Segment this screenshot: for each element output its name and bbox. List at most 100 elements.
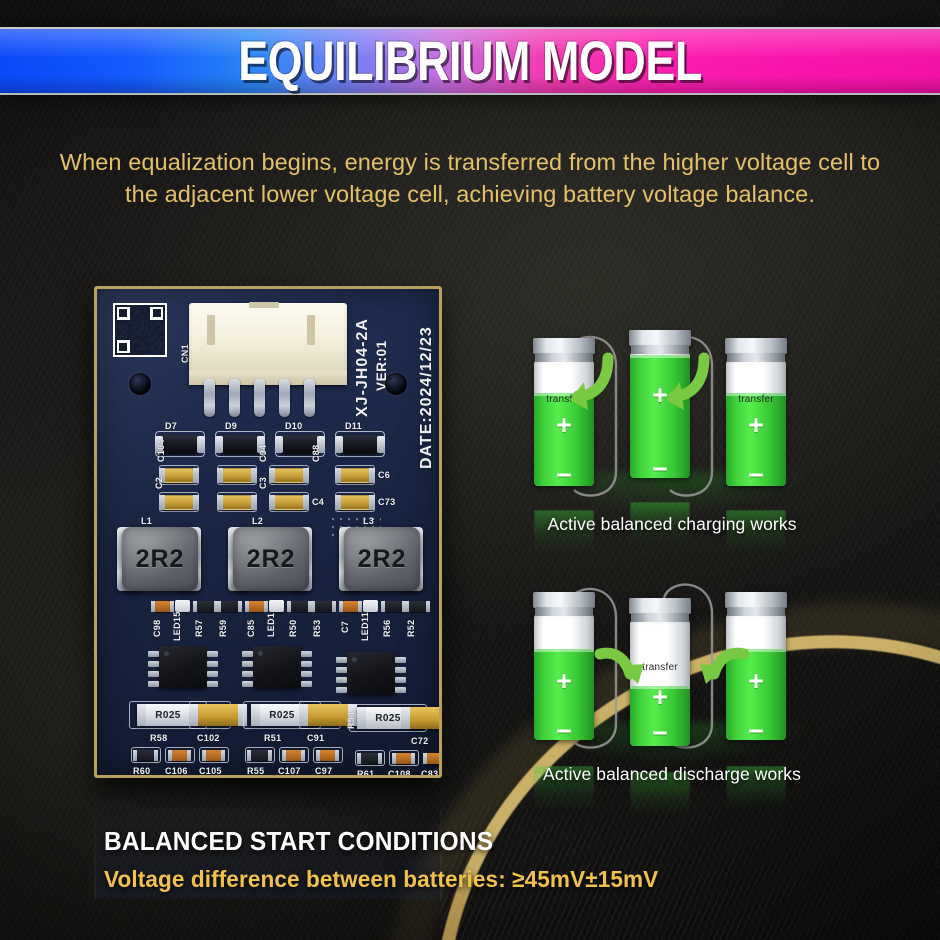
- resistor-r55: [247, 750, 272, 761]
- discharge-transfer-arrows: [594, 647, 750, 684]
- cap-c91: [299, 704, 357, 726]
- battery-plus-symbol: +: [748, 410, 764, 440]
- connector-pin-2: [229, 379, 240, 417]
- battery-reflection: [726, 766, 786, 822]
- silk-r53: R53: [312, 619, 322, 637]
- battery-plus-symbol: +: [748, 666, 764, 696]
- battery-base-rim: [727, 353, 785, 362]
- discharge-battery-row: + − transfer + −: [512, 572, 832, 828]
- silk-c2: C2: [154, 476, 164, 489]
- ic-chip-3: [347, 652, 395, 694]
- discharge-wires: [566, 583, 714, 749]
- silk-c83: C83: [421, 769, 439, 778]
- led-15: [175, 600, 190, 612]
- cap-c98: [151, 601, 174, 612]
- resistor-r50: [287, 601, 312, 612]
- connector-pin-3: [254, 379, 265, 417]
- silk-r56: R56: [382, 619, 392, 637]
- battery-transfer-label: transfer: [738, 394, 774, 405]
- ic-chip-2: [253, 646, 301, 688]
- battery-minus-symbol: −: [652, 718, 668, 748]
- resistor-r57: [193, 601, 218, 612]
- silk-l1: L1: [141, 516, 153, 526]
- battery-reflection: [534, 510, 594, 566]
- diode-d10: [275, 435, 325, 454]
- silk-led1: LED1: [266, 612, 276, 637]
- silk-c6: C6: [378, 470, 391, 480]
- battery-base-rim: [727, 607, 785, 616]
- cap-c4: [269, 495, 309, 510]
- inductor-l1: 2R2: [122, 527, 198, 591]
- resistor-r52: [405, 601, 430, 612]
- battery-plus-symbol: +: [556, 410, 572, 440]
- cap-c94: [217, 468, 257, 483]
- battery-transfer-label: transfer: [642, 662, 678, 673]
- shunt-2-value: R025: [269, 709, 295, 721]
- charging-battery-row: transfer + − + −: [512, 322, 832, 566]
- connector-pin-5: [304, 379, 315, 417]
- battery-charge-fill: [630, 354, 690, 478]
- silk-led15: LED15: [172, 611, 182, 641]
- cap-c2: [159, 495, 199, 510]
- resistor-r53: [311, 601, 336, 612]
- balanced-conditions-title: BALANCED START CONDITIONS: [104, 828, 494, 856]
- battery-body: [534, 360, 594, 486]
- subtitle-line-1: When equalization begins, energy is tran…: [59, 149, 881, 175]
- silk-l3: L3: [363, 516, 375, 526]
- battery-minus-symbol: −: [556, 460, 572, 490]
- silk-c73: C73: [378, 497, 396, 507]
- battery-base: [725, 592, 787, 608]
- inductor-l2: 2R2: [233, 527, 309, 591]
- resistor-r61: [357, 753, 382, 764]
- shunt-3-value: R025: [375, 712, 401, 724]
- battery-charge-fill: [726, 649, 786, 740]
- cap-c73: [335, 495, 375, 510]
- cap-c7: [339, 601, 362, 612]
- battery-minus-symbol: −: [748, 460, 764, 490]
- silk-c105: C105: [199, 766, 222, 776]
- ic-chip-1: [159, 646, 207, 688]
- battery-base: [629, 330, 691, 346]
- battery-minus-symbol: −: [748, 716, 764, 746]
- battery-minus-symbol: −: [652, 454, 668, 484]
- cap-c108: [392, 753, 415, 764]
- silk-d7: D7: [165, 421, 178, 431]
- battery-base-rim: [631, 613, 689, 622]
- connector-cn1: [189, 302, 347, 385]
- cap-c107: [282, 750, 305, 761]
- battery-base: [533, 592, 595, 608]
- diagram-charging: transfer + − + −: [512, 322, 832, 566]
- discharge-caption: Active balanced discharge works: [543, 764, 801, 784]
- page-title: EQUILIBRIUM MODEL: [238, 29, 702, 92]
- qr-code: [113, 303, 167, 357]
- silk-d10: D10: [285, 421, 303, 431]
- cap-c106: [168, 750, 191, 761]
- connector-pin-4: [279, 379, 290, 417]
- mounting-hole-left: [129, 373, 151, 395]
- diode-d11: [335, 435, 385, 454]
- battery-reflection: [630, 772, 690, 828]
- charging-transfer-arrows: [570, 352, 710, 410]
- silk-c106: C106: [165, 766, 188, 776]
- battery-body: [726, 614, 786, 740]
- silk-c91: C91: [307, 733, 325, 743]
- battery-base: [533, 338, 595, 354]
- battery-reflection: [630, 502, 690, 558]
- silk-r58: R58: [150, 733, 168, 743]
- battery-plus-symbol: +: [652, 380, 668, 410]
- cap-c104: [159, 468, 199, 483]
- battery-plus-symbol: +: [556, 666, 572, 696]
- silk-r51: R51: [264, 733, 282, 743]
- silk-c107: C107: [278, 766, 301, 776]
- battery-transfer-label: transfer: [546, 394, 582, 405]
- silk-c102: C102: [197, 733, 220, 743]
- led-1: [269, 600, 284, 612]
- silk-r55: R55: [247, 766, 265, 776]
- silk-c104: C104: [156, 439, 166, 462]
- inductor-l3-value: 2R2: [357, 544, 407, 573]
- cap-c105: [202, 750, 225, 761]
- silk-date: DATE:2024/12/23: [418, 326, 435, 469]
- silk-r59: R59: [218, 619, 228, 637]
- silk-c97: C97: [315, 766, 333, 776]
- silk-r61: R61: [357, 769, 375, 778]
